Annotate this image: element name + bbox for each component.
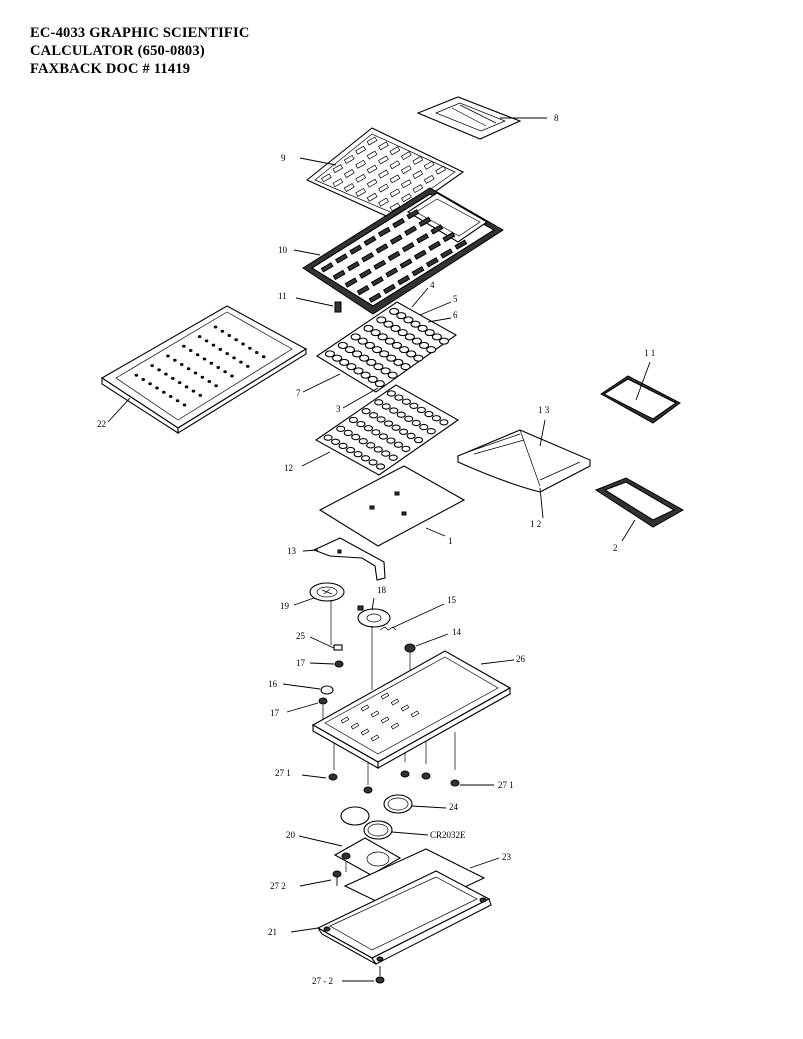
callout-10: 10 <box>278 245 288 255</box>
part-21-back-cover <box>316 870 492 965</box>
callout-12: 12 <box>284 463 293 473</box>
part-13-flex-connector <box>312 537 386 581</box>
callout-14: 14 <box>452 627 462 637</box>
callout-5: 5 <box>453 294 458 304</box>
callout-25: 25 <box>296 631 306 641</box>
part-18-holder <box>357 605 391 628</box>
callout-27-2-mid: 27 2 <box>270 881 286 891</box>
callout-12-right: 1 2 <box>530 519 541 529</box>
callout-27-1-right: 27 1 <box>498 780 514 790</box>
callout-8: 8 <box>554 113 559 123</box>
callout-24: 24 <box>449 802 459 812</box>
callout-15: 15 <box>447 595 457 605</box>
part-25-washer <box>333 644 343 651</box>
part-7-rubber-keypad <box>315 301 458 393</box>
callout-1: 1 <box>448 536 453 546</box>
callout-23: 23 <box>502 852 512 862</box>
part-11-insulating-sheet <box>600 375 681 424</box>
callout-13: 13 <box>287 546 297 556</box>
part-24-battery <box>383 794 413 814</box>
part-19-buzzer <box>309 582 345 602</box>
callout-19: 19 <box>280 601 290 611</box>
callout-16: 16 <box>268 679 278 689</box>
callout-13-right: 1 3 <box>538 405 550 415</box>
callout-11: 11 <box>278 291 287 301</box>
part-2-display-holder <box>594 477 685 528</box>
part-27-1-screws <box>328 770 460 794</box>
callout-4: 4 <box>430 280 435 290</box>
callout-17-lower: 17 <box>270 708 280 718</box>
callout-18: 18 <box>377 585 387 595</box>
callout-22: 22 <box>97 419 106 429</box>
callout-17-top: 17 <box>296 658 306 668</box>
part-12-contact-sheet <box>314 384 460 476</box>
part-27-2-screw-mid <box>332 870 342 886</box>
part-20-battery-cover <box>333 837 402 876</box>
document-header: EC-4033 GRAPHIC SCIENTIFIC CALCULATOR (6… <box>30 24 250 78</box>
part-11-connector <box>334 301 342 313</box>
callout-21: 21 <box>268 927 277 937</box>
callout-3: 3 <box>336 404 341 414</box>
header-line-model: EC-4033 GRAPHIC SCIENTIFIC <box>30 25 250 41</box>
callout-2: 2 <box>613 543 618 553</box>
part-27-2-screw-bottom <box>375 966 385 984</box>
part-15-spring-contact <box>379 626 397 631</box>
callout-26: 26 <box>516 654 526 664</box>
part-14-cap <box>404 643 416 653</box>
part-10-key-frame <box>302 187 504 315</box>
part-16-spacer <box>320 685 334 695</box>
part-1-main-pcb <box>318 465 466 547</box>
part-17-screw-lower <box>318 697 328 705</box>
part-17-screw-top <box>334 660 344 668</box>
callout-6: 6 <box>453 310 458 320</box>
part-22-case-cover <box>100 305 308 435</box>
callout-7: 7 <box>296 388 301 398</box>
part-13-manual-booklet <box>456 429 592 493</box>
callout-cr2032e: CR2032E <box>430 830 466 840</box>
callout-9: 9 <box>281 153 286 163</box>
callout-27-1-left: 27 1 <box>275 768 291 778</box>
part-8-display-window <box>416 96 522 140</box>
callout-20: 20 <box>286 830 296 840</box>
battery-cr2032e <box>340 806 393 840</box>
part-26-lower-case <box>311 650 512 769</box>
callout-27-2-bottom: 27 - 2 <box>312 976 333 986</box>
header-line-faxback-doc: FAXBACK DOC # 11419 <box>30 61 191 77</box>
callout-11-right: 1 1 <box>644 348 655 358</box>
header-line-part-number: CALCULATOR (650-0803) <box>30 43 205 59</box>
